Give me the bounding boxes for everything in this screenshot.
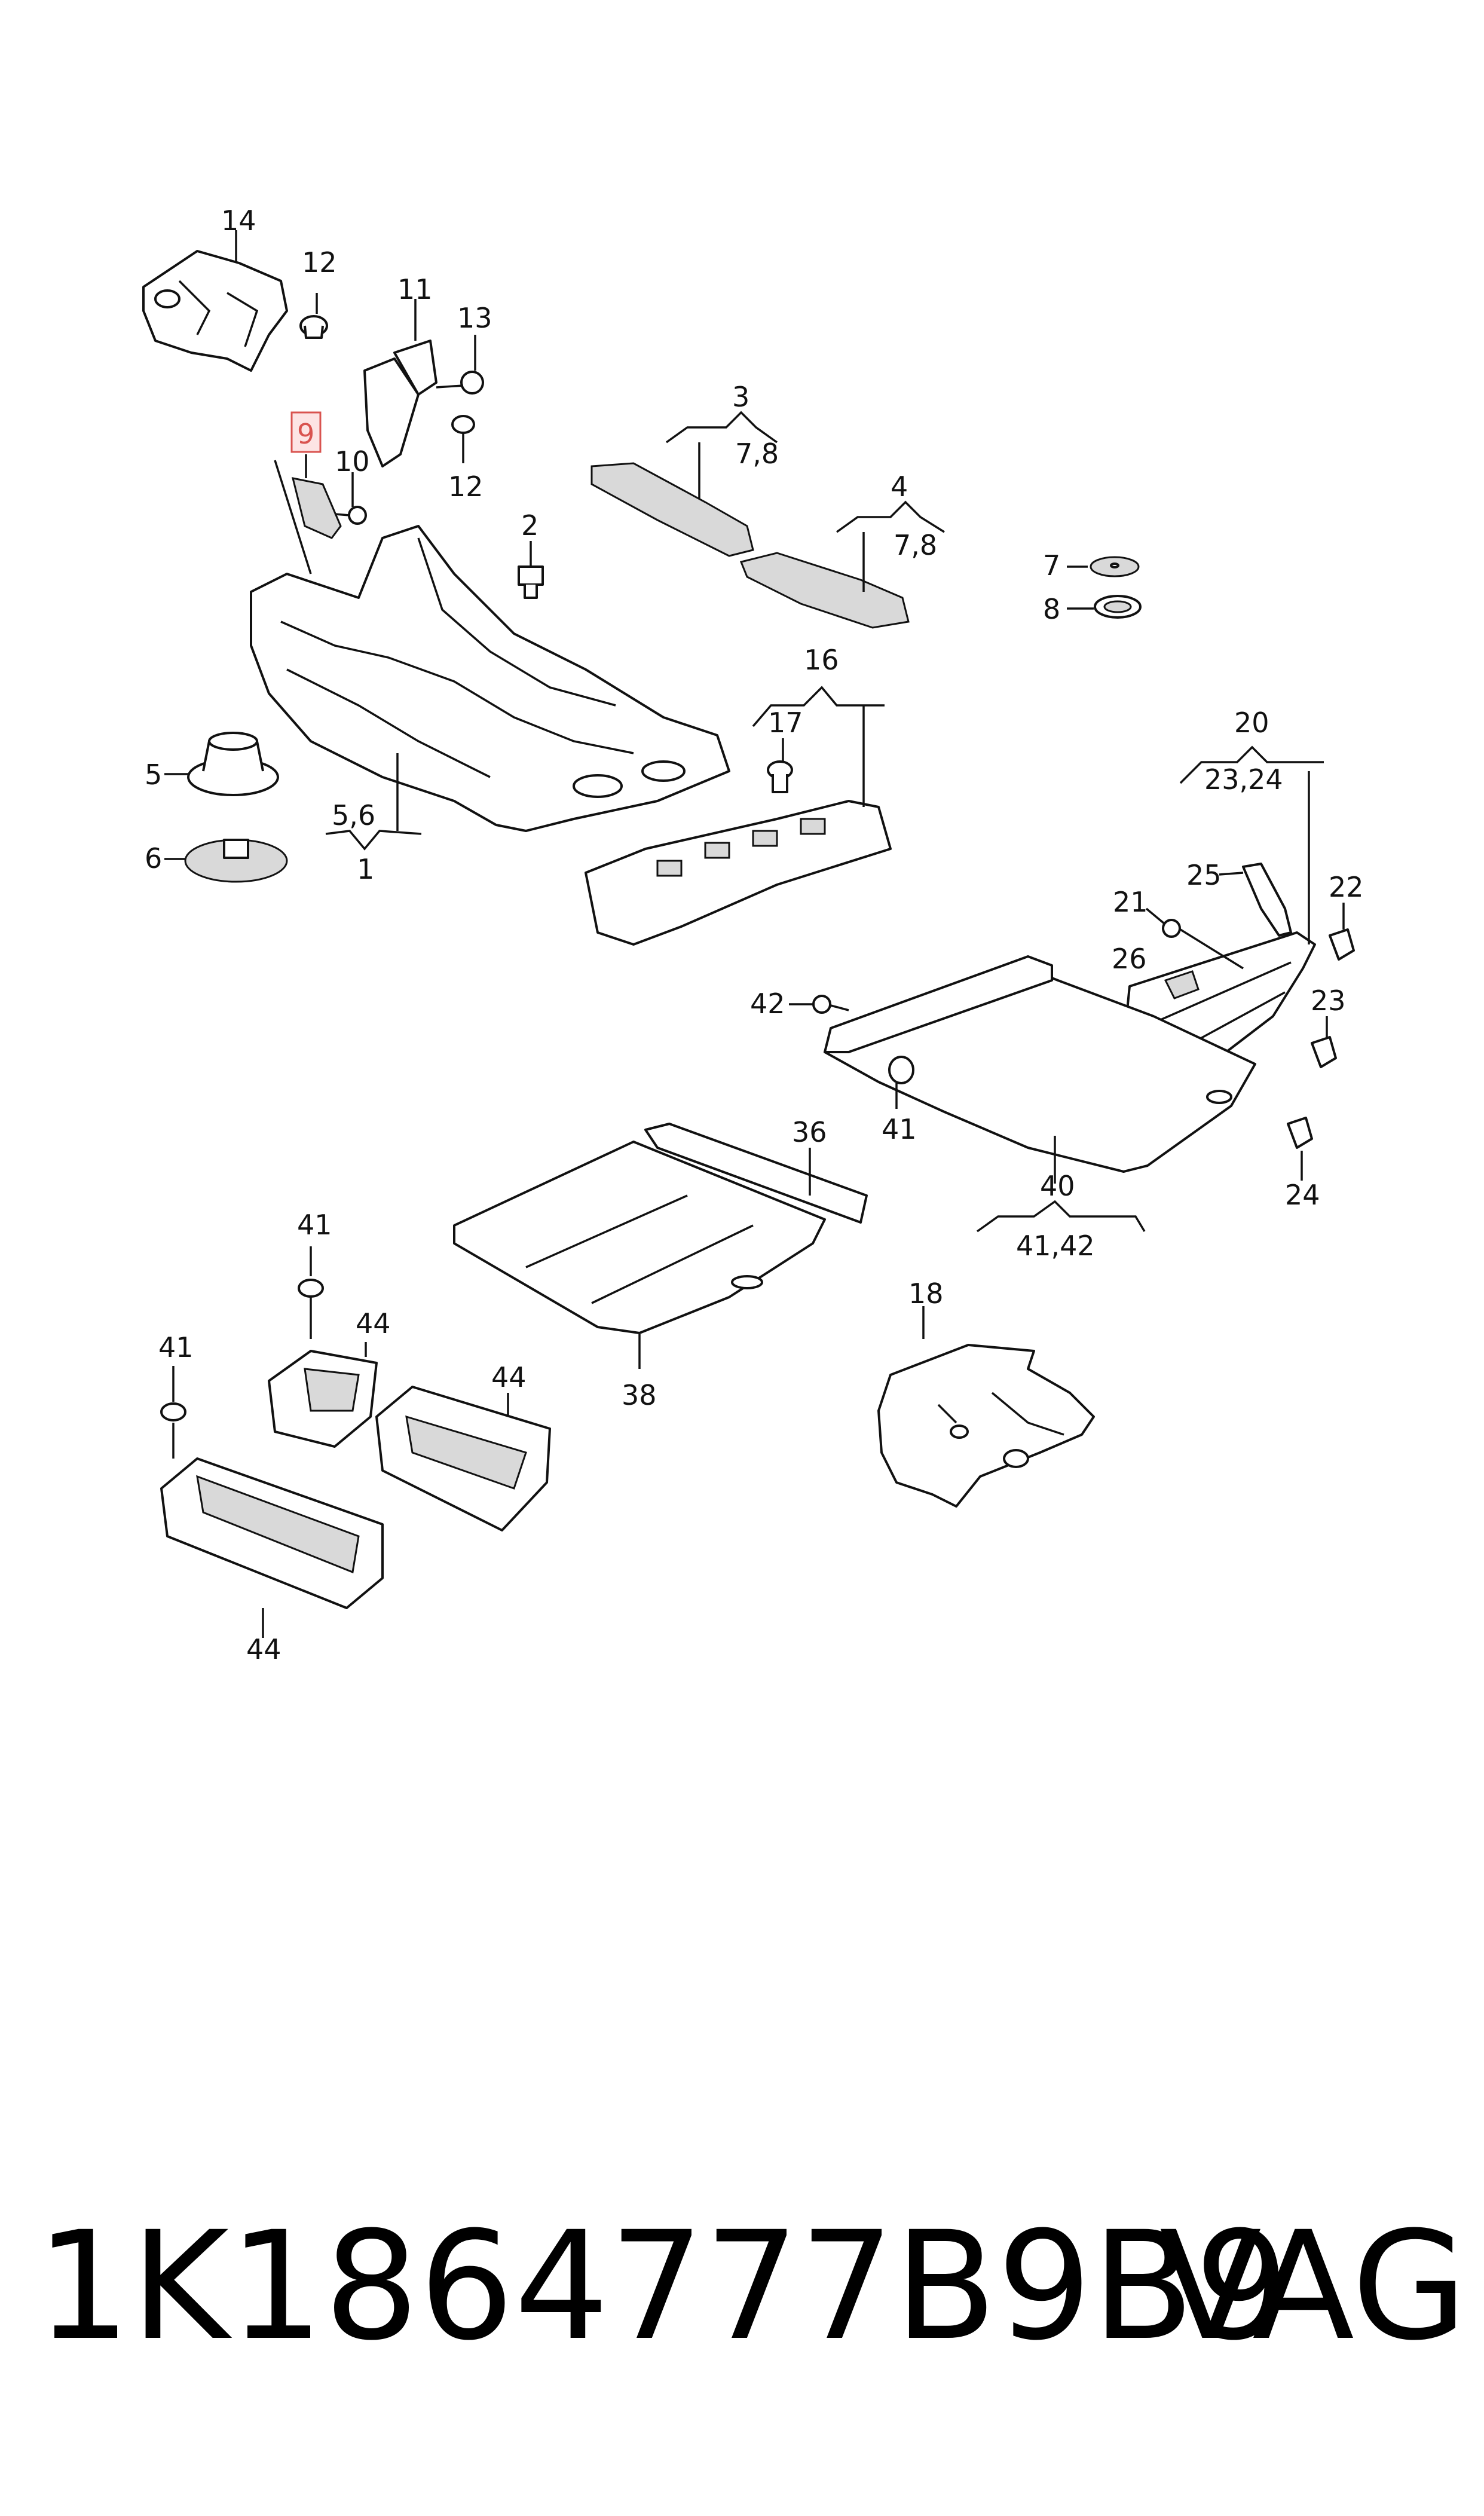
callout-41-lower[interactable]: 41	[158, 1331, 194, 1364]
callout-44-medium[interactable]: 44	[491, 1361, 527, 1393]
part-44-storage-box-medium	[375, 1386, 551, 1531]
callout-20-sub[interactable]: 23,24	[1204, 763, 1283, 796]
callout-18[interactable]: 18	[908, 1277, 944, 1310]
part-18-spare-wheel-cover	[877, 1306, 1095, 1508]
callout-22[interactable]: 22	[1329, 871, 1364, 903]
callout-9[interactable]: 9	[297, 418, 314, 450]
callout-40[interactable]: 40	[1040, 1170, 1075, 1202]
brand-label: VAG	[1159, 2199, 1468, 2373]
callout-44-small[interactable]: 44	[356, 1307, 391, 1340]
part-42-screw	[789, 995, 849, 1014]
callout-25[interactable]: 25	[1186, 859, 1222, 891]
part-16-rear-panel	[585, 705, 892, 946]
callout-41-upper[interactable]: 41	[297, 1209, 332, 1241]
bracket-40	[976, 1200, 1146, 1233]
part-24-clip	[1287, 1117, 1313, 1181]
part-4-strip	[739, 532, 910, 629]
callout-36[interactable]: 36	[792, 1116, 827, 1148]
callout-3-sub[interactable]: 7,8	[735, 438, 779, 470]
callout-16[interactable]: 16	[804, 644, 839, 676]
callout-38[interactable]: 38	[622, 1379, 657, 1411]
part-40-floor-panel	[824, 955, 1256, 1184]
part-26-pad	[1164, 970, 1200, 999]
part-number-label: 1K1864777B9B9	[36, 2199, 1290, 2373]
callout-4[interactable]: 4	[891, 470, 908, 503]
part-17-clip	[767, 738, 793, 793]
part-9-mat-insert	[274, 454, 342, 574]
callout-21[interactable]: 21	[1113, 886, 1148, 918]
callout-24[interactable]: 24	[1285, 1179, 1320, 1211]
part-14-bracket	[142, 230, 288, 372]
callout-9-highlight	[290, 411, 322, 453]
parts-exploded-diagram: 14 12 11 13 12 9 10	[142, 204, 1364, 1665]
part-8-washer	[1067, 595, 1142, 619]
callout-44-long[interactable]: 44	[246, 1633, 281, 1665]
part-3-strip	[590, 442, 754, 557]
callout-8[interactable]: 8	[1043, 593, 1060, 625]
part-21-screw	[1145, 907, 1244, 970]
part-22-clip	[1329, 903, 1355, 961]
part-11-latch	[363, 299, 437, 467]
part-13-bolt	[436, 335, 484, 395]
callout-2[interactable]: 2	[521, 509, 538, 542]
callout-3[interactable]: 3	[732, 381, 749, 413]
part-1-floor-carpet	[250, 525, 730, 832]
callout-17[interactable]: 17	[768, 707, 803, 739]
bracket-16	[752, 686, 885, 727]
part-2-plug	[518, 541, 544, 599]
part-5-grommet	[164, 732, 279, 796]
callout-12-top[interactable]: 12	[302, 246, 337, 279]
callout-40-sub[interactable]: 41,42	[1016, 1230, 1095, 1262]
part-44-storage-box-long	[160, 1457, 384, 1638]
callout-12-bottom[interactable]: 12	[448, 470, 484, 503]
callout-41-mid[interactable]: 41	[882, 1113, 917, 1145]
callout-1[interactable]: 1	[357, 853, 374, 885]
part-44-storage-box-small	[268, 1342, 378, 1448]
part-12-fastener	[299, 293, 328, 339]
callout-23[interactable]: 23	[1311, 985, 1346, 1017]
part-36-strip	[644, 1123, 868, 1224]
callout-10[interactable]: 10	[335, 445, 370, 478]
callout-20[interactable]: 20	[1234, 707, 1269, 739]
part-23-clip	[1311, 1016, 1337, 1068]
bracket-3	[665, 411, 778, 444]
callout-14[interactable]: 14	[221, 204, 256, 237]
callout-26[interactable]: 26	[1112, 943, 1147, 975]
part-10-screw	[334, 472, 367, 525]
callout-13[interactable]: 13	[457, 302, 492, 334]
callout-1-sub[interactable]: 5,6	[332, 799, 375, 831]
part-12-lower-fastener	[451, 415, 475, 463]
part-41-clip-lower	[160, 1366, 186, 1459]
part-41-clip-upper	[298, 1246, 324, 1339]
part-7-washer	[1067, 556, 1140, 577]
callout-11[interactable]: 11	[397, 273, 433, 305]
part-41-clip	[888, 1056, 914, 1109]
part-6-pad	[164, 839, 288, 883]
bracket-20	[1179, 745, 1324, 784]
bracket-1	[325, 830, 422, 851]
part-38-floor-board	[453, 1141, 826, 1369]
callout-7[interactable]: 7	[1043, 549, 1060, 582]
callout-42[interactable]: 42	[750, 988, 785, 1020]
callout-4-sub[interactable]: 7,8	[894, 529, 937, 561]
callout-5[interactable]: 5	[145, 759, 162, 791]
part-25-bracket	[1219, 863, 1292, 937]
bracket-4	[836, 500, 945, 533]
callout-6[interactable]: 6	[145, 842, 162, 875]
